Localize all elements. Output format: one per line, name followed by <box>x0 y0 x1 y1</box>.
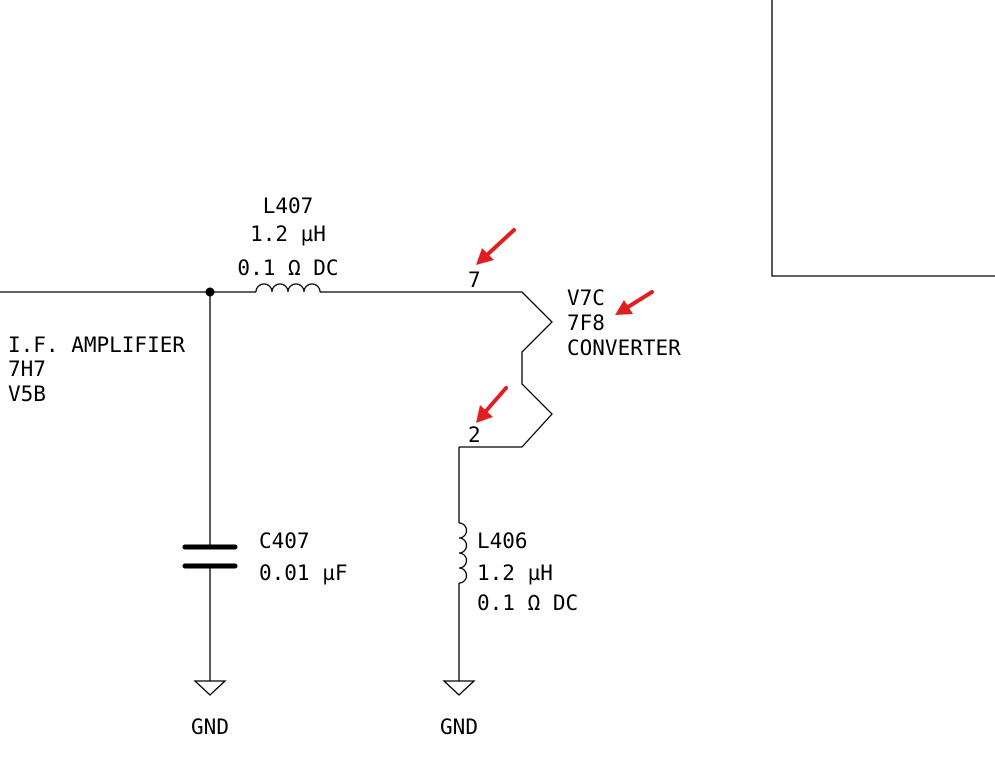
if-amp-label-line1: I.F. AMPLIFIER <box>8 333 185 357</box>
if-amp-label-line2: 7H7 <box>8 357 46 381</box>
l406-ref-label: L406 <box>477 529 528 553</box>
gnd-label-right: GND <box>440 715 478 739</box>
annotation-arrow-pin7 <box>476 228 516 265</box>
ground-symbol-right <box>442 680 476 696</box>
ground-symbol-left <box>193 680 227 696</box>
v7c-tube-label: 7F8 <box>567 311 605 335</box>
l406-resistance-label: 0.1 Ω DC <box>477 591 578 615</box>
l407-value-label: 1.2 µH <box>250 222 326 246</box>
c407-value-label: 0.01 µF <box>259 561 348 585</box>
l407-resistance-label: 0.1 Ω DC <box>237 256 338 280</box>
if-amp-label-line3: V5B <box>8 382 46 406</box>
l407-ref-label: L407 <box>263 194 314 218</box>
c407-ref-label: C407 <box>259 529 310 553</box>
v7c-function-label: CONVERTER <box>567 336 681 360</box>
inductor-l406 <box>458 522 468 584</box>
gnd-label-left: GND <box>191 715 229 739</box>
frame-border <box>771 0 995 277</box>
v7c-ref-label: V7C <box>567 286 605 310</box>
pin-7-label: 7 <box>468 268 481 292</box>
annotation-arrow-v7c <box>615 290 654 315</box>
annotation-arrow-pin2 <box>476 386 508 423</box>
inductor-l407 <box>255 283 321 293</box>
converter-v7c-symbol <box>459 291 553 448</box>
l406-value-label: 1.2 µH <box>477 561 553 585</box>
pin-2-label: 2 <box>468 423 481 447</box>
